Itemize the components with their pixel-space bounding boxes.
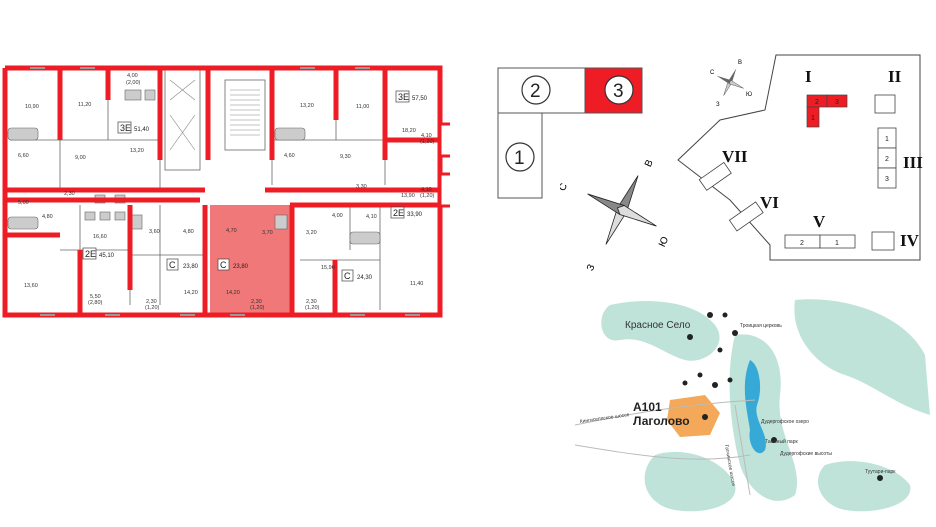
room-area: 14,20 <box>226 290 240 296</box>
compass-east: В <box>643 158 656 169</box>
compass-west: З <box>716 102 720 108</box>
room-area: 9,30 <box>340 154 351 160</box>
room-area: (1,20) <box>420 139 435 145</box>
room-area: 4,70 <box>226 228 237 234</box>
room-area: (2,80) <box>88 300 103 306</box>
map-project-line1: А101 <box>633 400 662 414</box>
map-district: Красное Село <box>625 320 691 331</box>
unit-code: C <box>169 260 176 270</box>
room-area: 11,00 <box>356 104 369 110</box>
compass-east: В <box>738 60 742 66</box>
room-area: 13,60 <box>24 283 38 289</box>
room-area: 4,60 <box>284 153 295 159</box>
map-project-line2: Лаголово <box>633 414 690 428</box>
block-section: 2 <box>815 99 819 106</box>
unit-total-area: 24,30 <box>357 275 373 281</box>
compass-rose: С В Ю З <box>560 158 671 273</box>
room-area: 13,90 <box>401 193 415 199</box>
block-section: 1 <box>835 240 839 247</box>
room-area: (1,20) <box>145 305 160 311</box>
room-area: 4,10 <box>421 133 432 139</box>
compass-west: З <box>585 263 598 273</box>
room-area: 9,00 <box>75 155 86 161</box>
room-area: 5,50 <box>90 294 101 300</box>
compass-south: Ю <box>746 92 752 98</box>
block-label: IV <box>900 231 920 250</box>
location-map[interactable]: Красное Село А101 Лаголово Троицкая церк… <box>575 295 930 520</box>
room-area: 3,30 <box>356 184 367 190</box>
section-label: 3 <box>613 81 624 102</box>
room-area: 2,30 <box>64 191 75 197</box>
room-area: 2,30 <box>146 299 157 305</box>
block-label: VII <box>722 147 748 166</box>
unit-total-area: 23,80 <box>183 264 199 270</box>
compass-north: С <box>710 70 715 76</box>
compass-south: Ю <box>657 235 671 249</box>
block-section: 3 <box>885 176 889 183</box>
room-area: 4,10 <box>421 187 432 193</box>
block-section: 2 <box>800 240 804 247</box>
room-area: 11,40 <box>410 281 423 287</box>
room-area: 4,80 <box>183 229 194 235</box>
unit-total-area: 57,50 <box>412 96 428 102</box>
room-area: (1,20) <box>305 305 320 311</box>
room-area: 14,20 <box>184 290 198 296</box>
room-area: (2,00) <box>126 80 141 86</box>
unit-code: 3E <box>398 92 409 102</box>
block-label: I <box>805 67 812 86</box>
room-area: 4,80 <box>42 214 53 220</box>
unit-code: 3E <box>120 123 131 133</box>
room-area: 11,20 <box>78 102 91 108</box>
room-area: 3,70 <box>262 230 273 236</box>
room-area: 4,10 <box>366 214 377 220</box>
block-label: III <box>903 153 923 172</box>
section-label: 1 <box>514 148 525 169</box>
room-area: 18,20 <box>402 128 416 134</box>
unit-code: 2E <box>85 249 96 259</box>
map-place: Таежный парк <box>765 438 798 445</box>
room-area: 5,00 <box>18 200 29 206</box>
unit-code: C <box>344 271 351 281</box>
floor-plan: 3E 51,40 3E 57,50 2E 45,10 C 23,80 C 23,… <box>2 65 450 318</box>
room-area: (1,20) <box>420 193 435 199</box>
site-plan: 2 3 1 1 2 3 2 1 I II III IV V VI VII С В… <box>677 54 923 261</box>
unit-total-area: 51,40 <box>134 127 150 133</box>
room-area: 4,00 <box>127 73 138 79</box>
room-area: 13,20 <box>130 148 144 154</box>
block-section: 2 <box>885 156 889 163</box>
room-area: 2,30 <box>251 299 262 305</box>
block-label: VI <box>760 193 779 212</box>
room-area: 10,90 <box>25 104 39 110</box>
room-area: 4,00 <box>332 213 343 219</box>
map-place: Туутари-парк <box>865 469 896 475</box>
block-section: 1 <box>811 115 815 122</box>
room-area: 2,30 <box>306 299 317 305</box>
unit-code: 2E <box>393 208 404 218</box>
unit-code: C <box>220 260 227 270</box>
block-label: V <box>813 212 826 231</box>
unit-total-area: 23,80 <box>233 264 249 270</box>
room-area: 15,90 <box>321 265 335 271</box>
section-key: 2 3 1 <box>497 67 643 199</box>
unit-total-area: 45,10 <box>99 253 115 259</box>
section-label: 2 <box>530 81 541 102</box>
unit-total-area: 33,90 <box>407 212 423 218</box>
map-place: Дудергофское озеро <box>761 419 809 425</box>
room-area: 16,60 <box>93 234 107 240</box>
compass-north: С <box>560 182 570 193</box>
block-section: 3 <box>835 99 839 106</box>
block-label: II <box>888 67 902 86</box>
map-place: Троицкая церковь <box>740 323 782 329</box>
map-place: Дудергофские высоты <box>780 451 832 457</box>
block-section: 1 <box>885 136 889 143</box>
room-area: 13,20 <box>300 103 314 109</box>
room-area: (1,20) <box>250 305 265 311</box>
room-area: 6,60 <box>18 153 29 159</box>
room-area: 3,60 <box>149 229 160 235</box>
room-area: 3,20 <box>306 230 317 236</box>
